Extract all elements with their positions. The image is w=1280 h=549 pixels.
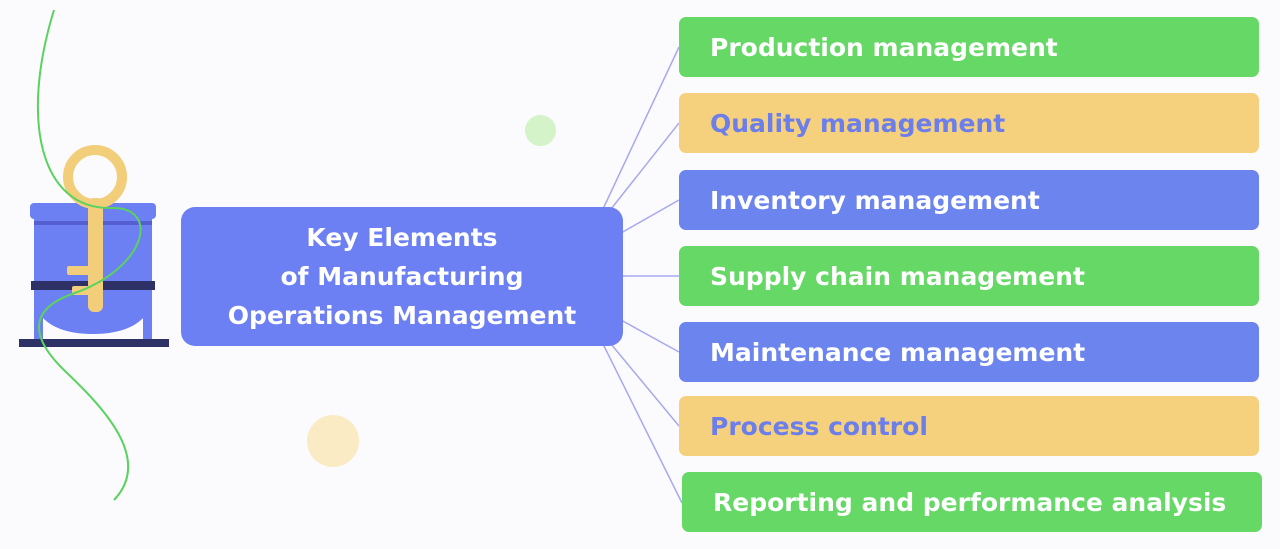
central-title-line: Key Elements bbox=[306, 223, 498, 252]
element-supply-chain-management: Supply chain management bbox=[679, 246, 1259, 306]
element-process-control: Process control bbox=[679, 396, 1259, 456]
element-maintenance-management: Maintenance management bbox=[679, 322, 1259, 382]
element-label: Process control bbox=[710, 411, 928, 441]
illustration bbox=[19, 9, 169, 501]
connector-line bbox=[610, 122, 680, 210]
element-label: Quality management bbox=[710, 108, 1006, 138]
connector-line bbox=[620, 319, 680, 353]
connector-line bbox=[602, 343, 683, 504]
connector-line bbox=[610, 343, 680, 427]
decorative-dot-green bbox=[525, 115, 556, 146]
wire-line bbox=[36, 9, 142, 501]
element-label: Production management bbox=[710, 32, 1058, 62]
key-icon bbox=[63, 145, 127, 312]
element-inventory-management: Inventory management bbox=[679, 170, 1259, 230]
element-label: Maintenance management bbox=[710, 337, 1086, 367]
element-production-management: Production management bbox=[679, 17, 1259, 77]
decorative-dot-yellow bbox=[307, 415, 359, 467]
element-label: Inventory management bbox=[710, 185, 1040, 215]
element-label: Reporting and performance analysis bbox=[713, 487, 1227, 517]
central-node: Key Elements of Manufacturing Operations… bbox=[181, 207, 623, 346]
connector-line bbox=[620, 199, 680, 234]
element-quality-management: Quality management bbox=[679, 93, 1259, 153]
connector-line bbox=[602, 46, 680, 210]
central-title-line: of Manufacturing bbox=[280, 262, 524, 291]
central-title-line: Operations Management bbox=[227, 301, 577, 330]
element-reporting-and-performance-analysis: Reporting and performance analysis bbox=[682, 472, 1262, 532]
element-label: Supply chain management bbox=[710, 261, 1085, 291]
